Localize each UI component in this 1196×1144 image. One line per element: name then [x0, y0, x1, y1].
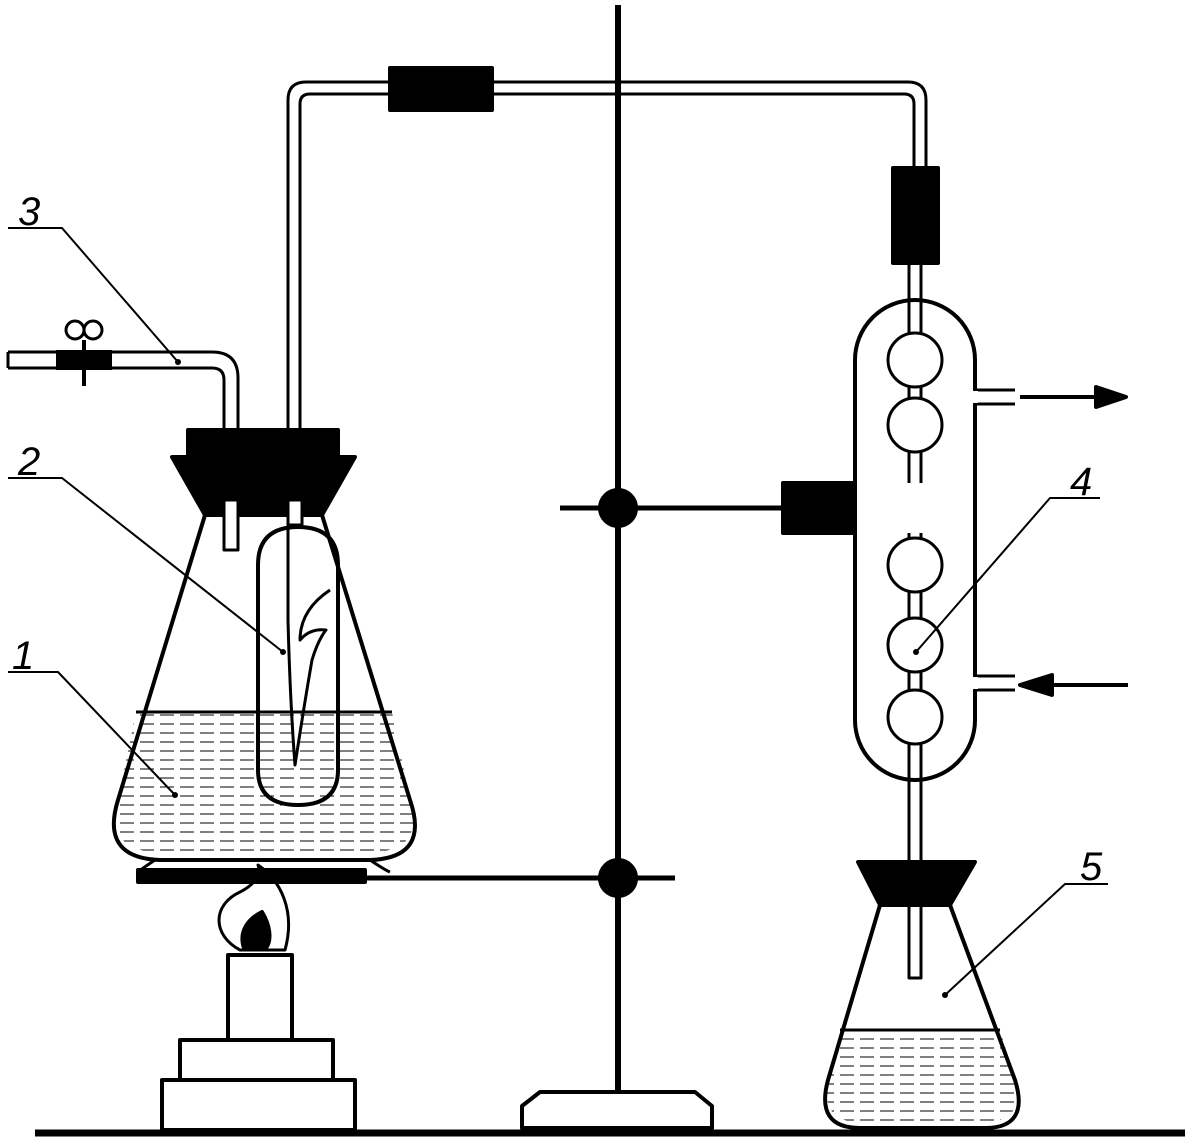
vapour-tube — [286, 80, 928, 430]
leader-1 — [8, 671, 176, 796]
leader-5 — [944, 883, 1108, 996]
burner — [160, 863, 357, 1132]
label-1: 1 — [12, 634, 34, 678]
label-3: 3 — [18, 190, 40, 234]
label-2: 2 — [17, 440, 40, 484]
flask-stopper — [170, 428, 357, 517]
receiver-flask — [823, 860, 1021, 1130]
label-4: 4 — [1070, 460, 1092, 504]
pinch-clamp — [56, 319, 112, 386]
water-in-arrow-icon — [1018, 673, 1128, 697]
leader-4 — [915, 497, 1100, 653]
leader-2 — [8, 477, 284, 653]
inner-test-tube — [256, 525, 340, 807]
tube-connector — [388, 66, 494, 112]
condenser-connector — [891, 166, 940, 265]
upper-clamp-knot — [598, 488, 638, 528]
water-out-arrow-icon — [1020, 385, 1128, 409]
leader-3 — [8, 227, 179, 363]
flask-support-plate — [136, 868, 367, 884]
label-5: 5 — [1080, 845, 1103, 889]
stand-base — [520, 1090, 714, 1130]
side-tube — [6, 350, 240, 430]
lower-clamp-knot — [598, 858, 638, 898]
